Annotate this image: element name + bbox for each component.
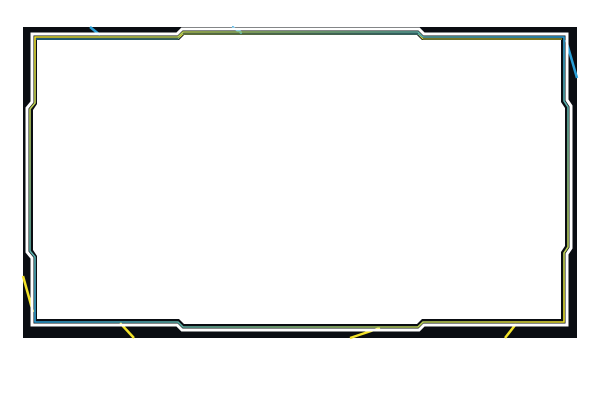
frame-edge-yellow-blue (29, 31, 569, 328)
content-panel (33, 35, 565, 324)
frame-edge-blue-yellow (36, 33, 562, 40)
frame-outline-outer (25, 27, 573, 332)
